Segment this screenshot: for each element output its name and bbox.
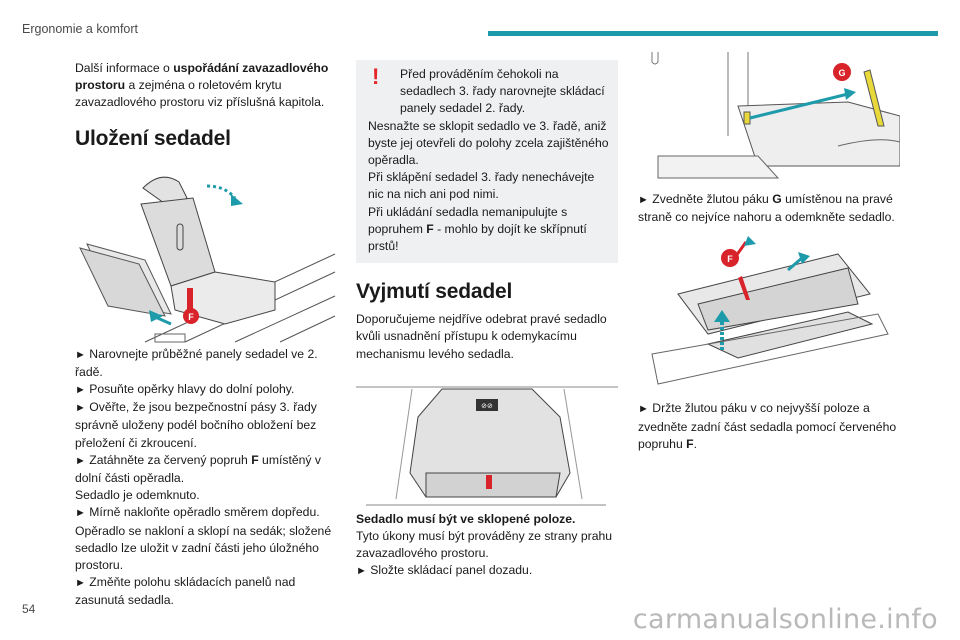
lift-step: ► Držte žlutou páku v co nejvyšší poloze… (638, 401, 897, 451)
warning-icon: ! (372, 64, 380, 89)
callout-f2-label: F (727, 254, 733, 264)
seat-folding-illustration: F (79, 176, 336, 343)
figure-lift-seat: F (638, 234, 900, 396)
callout-g-label: G (838, 68, 845, 78)
intro-paragraph: Další informace o uspořádání zavazadlové… (75, 61, 329, 110)
column-middle: ! Před prováděním čehokoli na sedadlech … (356, 60, 618, 581)
figure-seat-folded: ⊘⊘ (356, 369, 618, 507)
seat-folded-illustration: ⊘⊘ (356, 386, 618, 506)
lift-seat-illustration: F (651, 236, 889, 386)
removal-step: ► Složte skládací panel dozadu. (356, 563, 533, 578)
lever-step: ► Zvedněte žlutou páku G umístěnou na pr… (638, 192, 895, 225)
intro-bold: uspořádání zavazadlového prostoru (75, 61, 329, 93)
header-accent-bar (488, 31, 938, 36)
callout-f2-circle (721, 249, 739, 268)
watermark-link[interactable]: carmanualsonline.info (632, 604, 938, 635)
step-4: ► Zatáhněte za červený popruh F umístěný… (75, 452, 321, 486)
warning-box: ! Před prováděním čehokoli na sedadlech … (356, 60, 618, 264)
figure-seat-folding: F (75, 164, 337, 344)
steps-list: ► Narovnejte průběžné panely sedadel ve … (75, 346, 337, 610)
status-unlocked: Sedadlo je odemknuto. (75, 488, 200, 503)
column-left: Další informace o uspořádání zavazadlové… (75, 60, 337, 610)
removal-intro: Doporučujeme nejdříve odebrat pravé seda… (356, 312, 607, 361)
heading-removal: Vyjmutí sedadel (356, 280, 513, 304)
step-2: ► Posuňte opěrky hlavy do dolní polohy. (75, 382, 295, 397)
page-number: 54 (22, 602, 36, 616)
step-3: ► Ověřte, že jsou bezpečnostní pásy 3. ř… (75, 400, 317, 450)
removal-text: Tyto úkony musí být prováděny ze strany … (356, 529, 613, 561)
warning-text-1: Před prováděním čehokoli na sedadlech 3.… (400, 67, 605, 116)
heading-storage: Uložení sedadel (75, 126, 231, 150)
step-1: ► Narovnejte průběžné panely sedadel ve … (75, 346, 318, 379)
warning-text-4: Při ukládání sedadla nemanipulujte s pop… (368, 204, 587, 254)
fold-description: Opěradlo se nakloní a sklopí na sedák; s… (75, 523, 332, 573)
column-right: G ► Zvedněte žlutou páku G umístěnou na … (638, 46, 901, 453)
warning-text-2: Nesnažte se sklopit sedadlo ve 3. řadě, … (368, 118, 609, 168)
removal-bold: Sedadlo musí být ve sklopené poloze. (356, 511, 576, 526)
figure-lever-g: G (638, 46, 901, 186)
header-section-title: Ergonomie a komfort (22, 22, 139, 36)
warning-text-3: Při sklápění sedadel 3. řady nenechávejt… (368, 170, 595, 202)
callout-f-circle (183, 307, 199, 324)
seat-label: ⊘⊘ (481, 402, 493, 410)
lever-g-illustration: G (651, 52, 901, 179)
callout-g-circle (833, 63, 851, 81)
step-5: ► Mírně nakloňte opěradlo směrem dopředu… (75, 505, 320, 520)
callout-f-label: F (188, 312, 194, 322)
step-6: ► Změňte polohu skládacích panelů nad za… (75, 575, 296, 608)
